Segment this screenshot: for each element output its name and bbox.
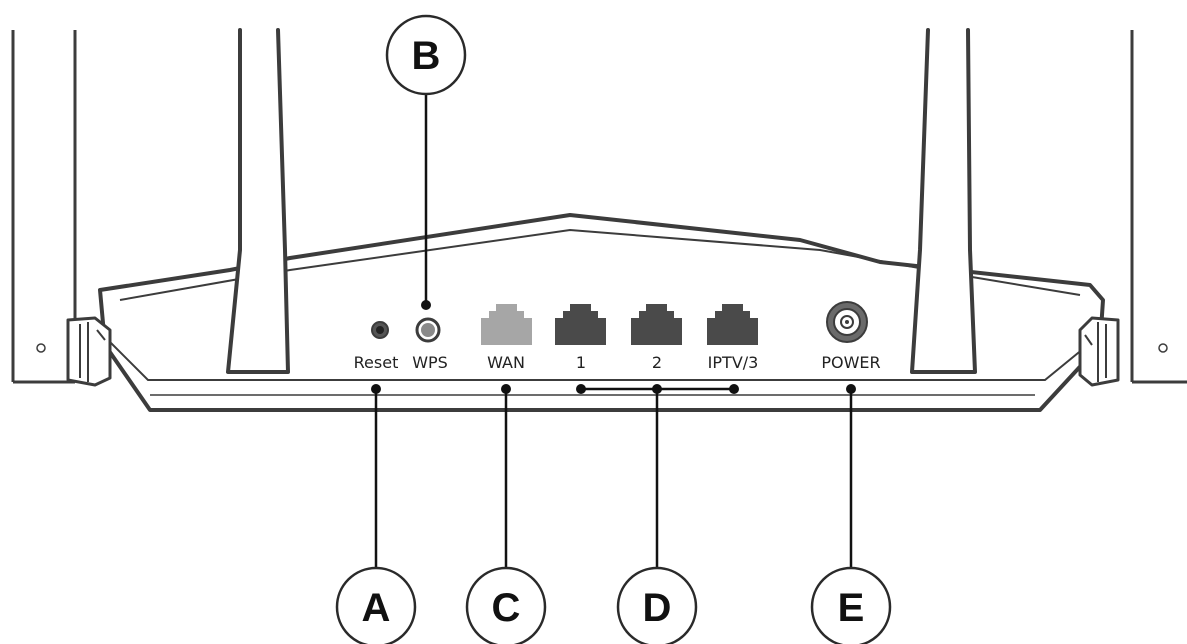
callout-a: A (335, 566, 417, 644)
callout-b: B (385, 14, 467, 96)
wan-port-icon (481, 304, 532, 345)
callout-b-letter: B (412, 34, 441, 78)
callout-a-leader (371, 384, 381, 568)
callout-d: D (616, 566, 698, 644)
callout-d-leader (576, 384, 739, 568)
left-hinge (66, 316, 112, 387)
right-inner-antenna (910, 28, 977, 374)
left-mount-hole-icon (36, 343, 46, 353)
iptv-port-3-icon (707, 304, 758, 345)
lan-port-1-icon (555, 304, 606, 345)
left-inner-antenna (226, 28, 290, 374)
callout-b-leader (421, 94, 431, 310)
power-label: POWER (821, 353, 880, 372)
callout-e-leader (846, 384, 856, 568)
reset-hole-icon (371, 321, 389, 339)
callout-e-letter: E (838, 586, 865, 630)
callout-c: C (465, 566, 547, 644)
right-hinge (1078, 316, 1120, 387)
reset-label: Reset (354, 353, 399, 372)
lan-port-2-icon (631, 304, 682, 345)
iptv-3-label: IPTV/3 (708, 353, 759, 372)
callout-c-letter: C (492, 586, 521, 630)
left-side-antenna (11, 30, 77, 384)
callout-c-leader (501, 384, 511, 568)
dc-power-jack-icon (826, 301, 868, 343)
lan-1-label: 1 (576, 353, 586, 372)
callout-d-letter: D (643, 586, 672, 630)
router-body (98, 213, 1105, 412)
lan-2-label: 2 (652, 353, 662, 372)
wps-label: WPS (412, 353, 448, 372)
right-side-antenna (1130, 30, 1187, 384)
wan-label: WAN (487, 353, 525, 372)
callout-a-letter: A (362, 586, 391, 630)
right-mount-hole-icon (1158, 343, 1168, 353)
wps-button-icon (415, 317, 441, 343)
callout-e: E (810, 566, 892, 644)
